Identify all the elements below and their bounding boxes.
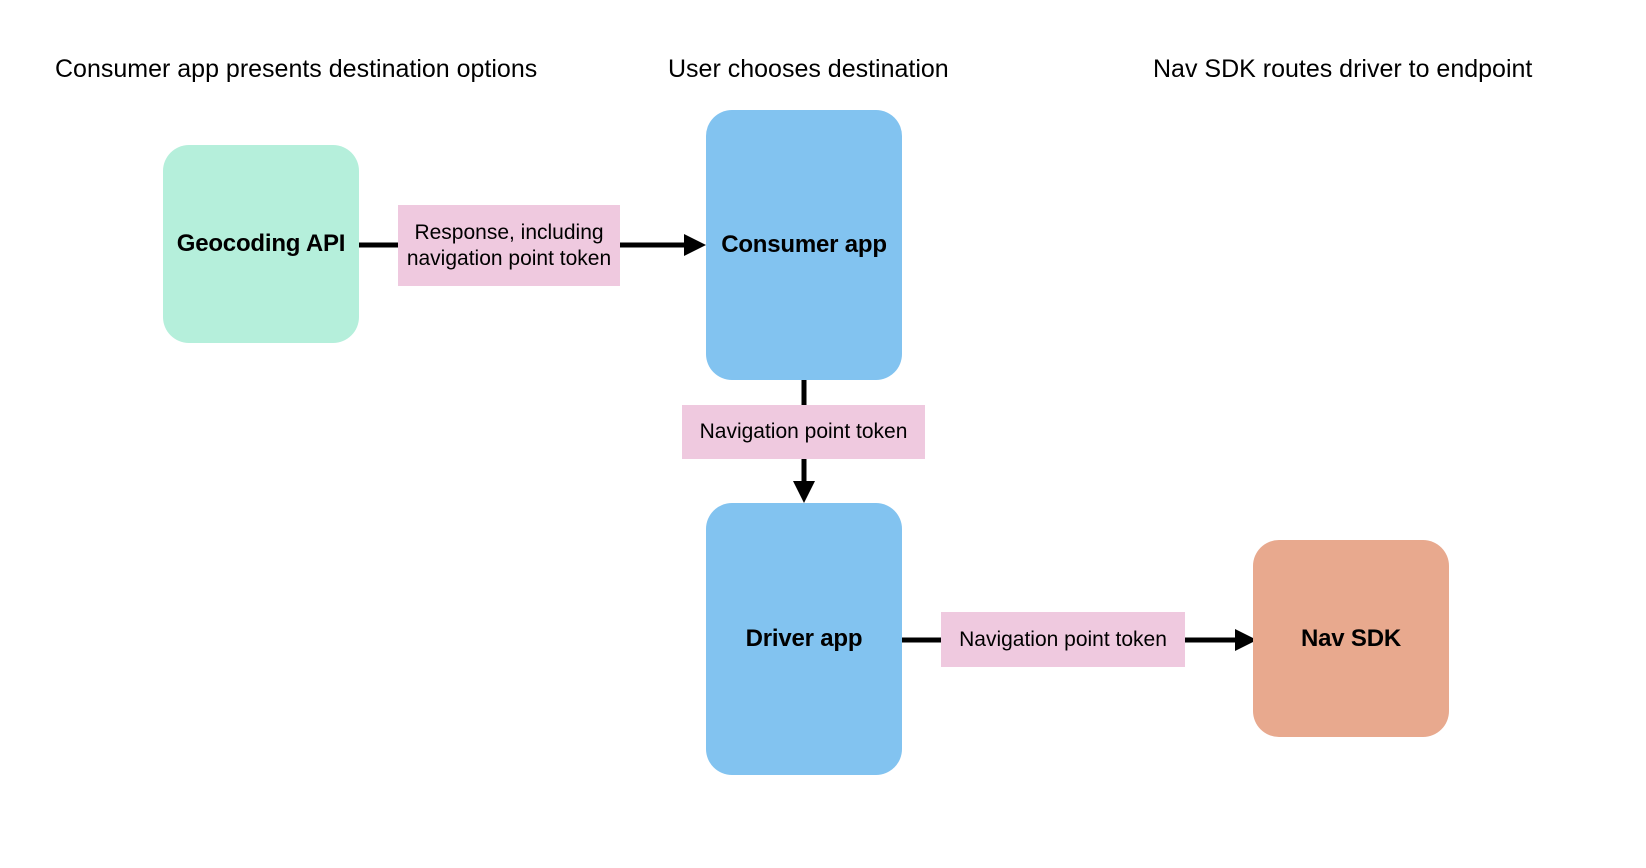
node-driver-app-label: Driver app — [745, 625, 863, 652]
node-nav-sdk-label: Nav SDK — [1301, 624, 1401, 652]
edge-label-nav-token-consumer-driver-text: Navigation point token — [699, 420, 908, 443]
edge-label-nav-token-driver-navsdk: Navigation point token — [941, 612, 1185, 667]
edge-label-nav-token-driver-navsdk-text: Navigation point token — [959, 627, 1167, 651]
column-heading-consumer-app: Consumer app presents destination option… — [55, 55, 538, 83]
edge-label-response-token-text: Response, including navigation point tok… — [406, 220, 612, 270]
node-geocoding-api-label: Geocoding API — [176, 230, 346, 257]
edge-label-nav-token-consumer-driver: Navigation point token — [682, 405, 925, 459]
node-consumer-app-label: Consumer app — [721, 231, 887, 258]
node-geocoding-api[interactable]: Geocoding API — [163, 145, 359, 343]
edge-label-response-token: Response, including navigation point tok… — [398, 205, 620, 286]
node-driver-app[interactable]: Driver app — [706, 503, 902, 775]
node-nav-sdk[interactable]: Nav SDK — [1253, 540, 1449, 737]
node-consumer-app[interactable]: Consumer app — [706, 110, 902, 380]
column-heading-user-chooses: User chooses destination — [668, 55, 949, 83]
column-heading-nav-sdk: Nav SDK routes driver to endpoint — [1153, 55, 1533, 83]
